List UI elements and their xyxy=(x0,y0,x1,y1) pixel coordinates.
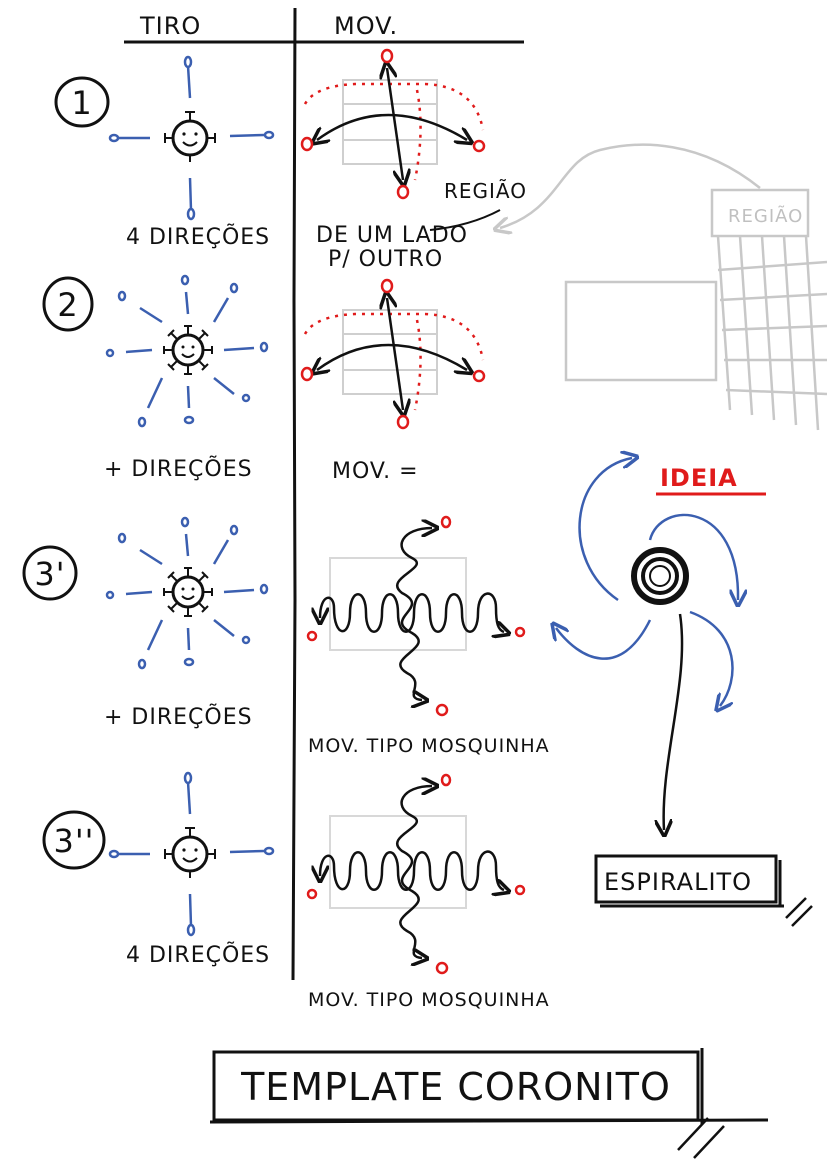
header-mov: MOV. xyxy=(334,12,398,40)
tiro-caption-2: + DIREÇÕES xyxy=(104,455,253,482)
svg-text:2: 2 xyxy=(57,286,78,324)
row-3a: 3' + DIREÇÕES MOV. TIPO MOSQUINHA xyxy=(22,516,550,757)
spiral-emitter-icon xyxy=(631,547,689,605)
virus-8-shots-icon-3a xyxy=(105,516,269,670)
tiro-caption-1: 4 DIREÇÕES xyxy=(126,223,270,250)
mov-caption-2: MOV. = xyxy=(332,459,419,484)
mov-caption-1b: P/ OUTRO xyxy=(328,247,443,272)
virus-4-shots-icon xyxy=(108,55,275,221)
spiral-pointer-line xyxy=(664,613,684,830)
region-frame xyxy=(564,280,718,382)
virus-4-shots-icon-3b xyxy=(108,771,275,937)
row-number-1: 1 xyxy=(54,76,110,128)
region-grid xyxy=(716,235,827,431)
region-tag-label: REGIÃO xyxy=(728,205,803,227)
tiro-caption-3a: + DIREÇÕES xyxy=(104,703,253,730)
row-2: 2 + DIREÇÕES MOV. = xyxy=(42,274,484,484)
row-number-3a: 3' xyxy=(22,545,78,601)
virus-8-shots-icon xyxy=(105,274,269,428)
row-1: 1 4 DIREÇÕES REGIÃO DE UM LADO P/ OUTRO xyxy=(54,50,527,272)
mov-caption-3b: MOV. TIPO MOSQUINHA xyxy=(308,989,550,1011)
mov-caption-3a: MOV. TIPO MOSQUINHA xyxy=(308,735,550,757)
column-divider xyxy=(291,7,297,981)
region-sketch: REGIÃO xyxy=(500,143,827,431)
header-tiro: TIRO xyxy=(139,12,201,40)
svg-text:3': 3' xyxy=(34,555,65,593)
svg-text:3'': 3'' xyxy=(54,822,95,860)
row-number-3b: 3'' xyxy=(42,810,106,870)
movement-side-diagram-2 xyxy=(302,280,484,428)
table-header: TIRO MOV. xyxy=(124,7,524,981)
svg-text:1: 1 xyxy=(71,84,92,122)
region-link-arrow xyxy=(500,143,761,228)
tiro-caption-3b: 4 DIREÇÕES xyxy=(126,941,270,968)
idea-section: IDEIA ESPIRALITO xyxy=(556,458,813,927)
spiral-arrows xyxy=(556,458,738,706)
region-tag xyxy=(710,188,810,238)
footer-title-box: TEMPLATE CORONITO xyxy=(209,1048,769,1159)
row-3b: 3'' 4 DIREÇÕES MOV. TIPO MOSQUINHA xyxy=(42,771,550,1011)
espiralito-box: ESPIRALITO xyxy=(594,854,813,927)
mov-caption-1a: DE UM LADO xyxy=(316,223,468,248)
idea-label: IDEIA xyxy=(660,464,738,492)
region-pointer-line xyxy=(429,209,501,231)
movement-fly-diagram xyxy=(308,517,524,715)
mov-note-region: REGIÃO xyxy=(444,179,527,203)
footer-title: TEMPLATE CORONITO xyxy=(240,1065,671,1109)
espiralito-label: ESPIRALITO xyxy=(604,868,752,896)
movement-fly-diagram-2 xyxy=(308,775,524,973)
row-number-2: 2 xyxy=(42,276,94,332)
movement-side-diagram xyxy=(302,50,484,198)
